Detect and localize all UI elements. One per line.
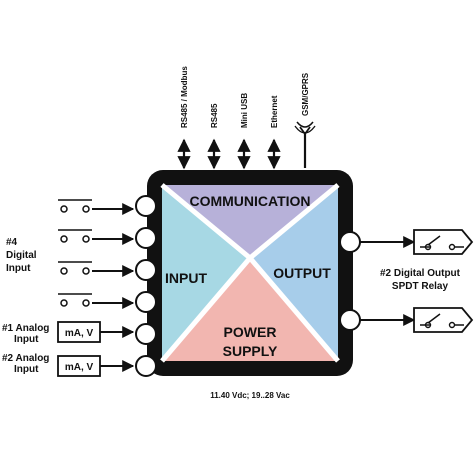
relay-2-box — [413, 307, 474, 333]
communication-label: COMMUNICATION — [189, 193, 310, 209]
power-spec: 11.40 Vdc; 19..28 Vac — [210, 391, 290, 400]
analog-input-1-label-line2: Input — [14, 334, 39, 345]
power-supply-section — [162, 258, 338, 361]
top-ports: RS485 / Modbus RS485 Mini USB Ethernet G… — [177, 66, 316, 170]
input-terminal-6 — [135, 355, 157, 377]
digital-switch-2 — [58, 229, 135, 245]
input-terminals — [135, 195, 157, 377]
port-label-gsm-gprs: GSM/GPRS — [301, 72, 310, 116]
digital-input-count: #4 — [6, 237, 18, 248]
output-terminal-1 — [339, 231, 361, 253]
analog-input-2: mA, V — [57, 355, 135, 377]
input-terminal-4 — [135, 291, 157, 313]
analog-input-1-unit: mA, V — [65, 328, 94, 339]
antenna-icon — [294, 121, 316, 168]
input-terminal-3 — [135, 259, 157, 281]
relay-output-1 — [360, 229, 474, 255]
port-label-rs485-modbus: RS485 / Modbus — [180, 66, 189, 128]
digital-input-switches — [58, 199, 135, 309]
digital-output-label: #2 Digital Output — [380, 268, 461, 279]
analog-input-2-label: #2 Analog — [2, 353, 49, 364]
digital-input-label-line2: Digital — [6, 250, 37, 261]
digital-output-type: SPDT Relay — [392, 281, 449, 292]
relay-output-2 — [360, 307, 474, 333]
digital-switch-3 — [58, 261, 135, 277]
input-terminal-5 — [135, 323, 157, 345]
input-section — [162, 185, 250, 361]
power-label: POWER — [224, 324, 277, 340]
input-label: INPUT — [165, 270, 207, 286]
port-label-rs485: RS485 — [210, 103, 219, 128]
communication-section — [162, 185, 338, 258]
input-terminal-2 — [135, 227, 157, 249]
analog-input-2-unit: mA, V — [65, 362, 94, 373]
relay-1-box — [413, 229, 474, 255]
digital-input-label-line3: Input — [6, 263, 31, 274]
output-terminal-2 — [339, 309, 361, 331]
analog-input-1-label: #1 Analog — [2, 323, 49, 334]
port-label-ethernet: Ethernet — [270, 95, 279, 128]
supply-label: SUPPLY — [223, 343, 278, 359]
port-label-mini-usb: Mini USB — [240, 93, 249, 128]
digital-switch-4 — [58, 293, 135, 309]
analog-input-1: mA, V — [57, 321, 135, 343]
analog-input-2-label-line2: Input — [14, 364, 39, 375]
output-label: OUTPUT — [273, 265, 331, 281]
digital-switch-1 — [58, 199, 135, 215]
input-terminal-1 — [135, 195, 157, 217]
output-section — [250, 185, 338, 361]
module-box: COMMUNICATION INPUT OUTPUT POWER SUPPLY — [147, 170, 353, 376]
